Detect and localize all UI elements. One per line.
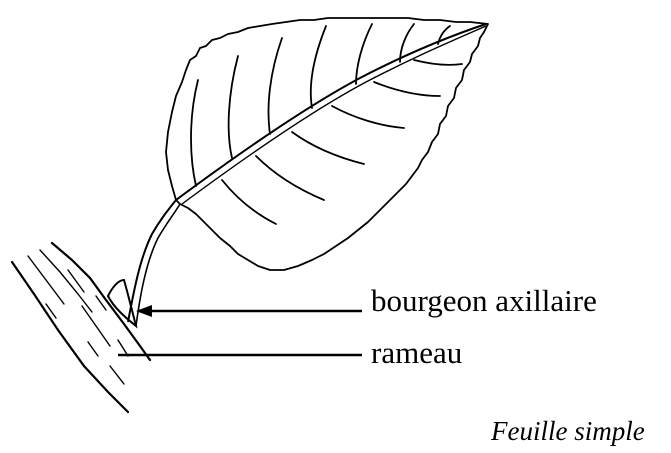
leaf-vein xyxy=(269,38,283,134)
leaf-vein xyxy=(374,82,440,96)
twig-bark-line xyxy=(68,270,84,292)
twig-bark-line xyxy=(88,342,98,356)
twig-bark-line xyxy=(28,256,64,304)
figure-caption: Feuille simple xyxy=(491,418,645,445)
leaf-midrib xyxy=(176,24,486,200)
leaf-vein xyxy=(292,132,364,164)
leaf-vein xyxy=(229,56,238,158)
twig-bark-line xyxy=(82,306,110,346)
leaf-vein xyxy=(414,60,462,65)
leaf-vein xyxy=(191,80,198,186)
twig-drawing xyxy=(12,243,150,412)
leaf-vein xyxy=(311,26,326,108)
twig-bark-line xyxy=(110,366,124,384)
twig-label: rameau xyxy=(371,337,462,368)
twig-bark-line xyxy=(118,340,128,356)
leaf-blade xyxy=(166,18,488,270)
bud-label: bourgeon axillaire xyxy=(371,285,597,316)
twig-bark-line xyxy=(40,250,92,312)
petiole xyxy=(128,200,176,322)
leaf-vein xyxy=(332,106,404,128)
petiole xyxy=(136,204,180,326)
leaf-midrib xyxy=(182,26,486,204)
leaf-vein xyxy=(222,180,276,224)
leaf-vein xyxy=(256,156,324,200)
